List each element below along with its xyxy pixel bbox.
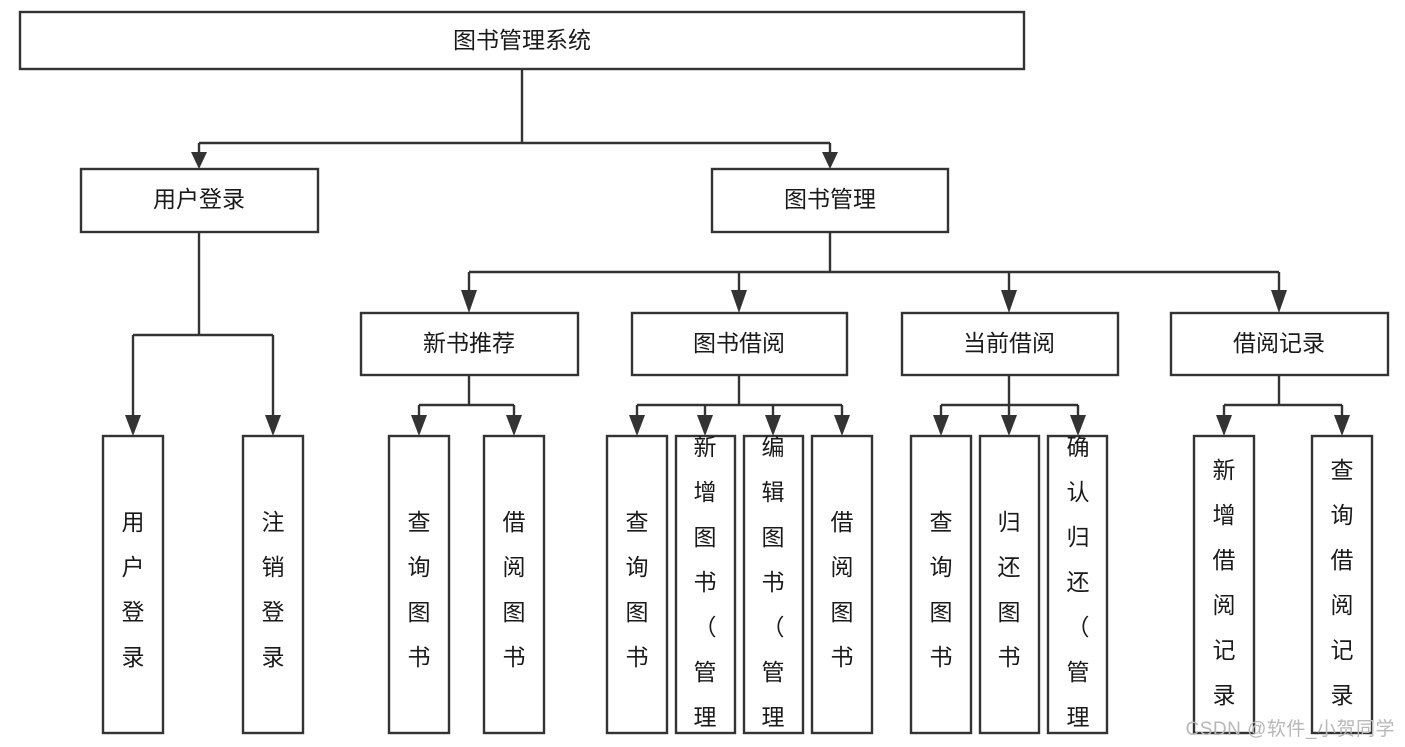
node-book-borrow-label: 图书借阅 (693, 330, 785, 356)
new-book-rec-leaf-label: 借阅图书 (503, 509, 526, 670)
leaf-add-record[interactable] (1192, 434, 1256, 735)
leaf-user-logout-box[interactable] (241, 434, 305, 735)
borrow-record-leaf-label: 新增借阅记录 (1213, 457, 1236, 708)
leaf-borrow-book-2[interactable] (810, 434, 874, 735)
new-book-rec-leaf-label: 查询图书 (408, 509, 431, 670)
node-root-label: 图书管理系统 (453, 27, 591, 53)
arrow-head-book-borrow (731, 290, 747, 313)
leaf-label-layer: 用户登录 注销登录 查询图书 借阅图书 查询图书 新增图书（管理员） 编辑图书（管理员） 借阅… (122, 434, 1354, 747)
node-new-book-rec-label: 新书推荐 (423, 330, 515, 356)
current-borrow-leaf-label: 确认归还（管理员） (1067, 434, 1090, 747)
node-borrow-record-box[interactable] (1169, 311, 1390, 377)
leaf-borrow-book-1[interactable] (482, 434, 546, 735)
node-user-login-box[interactable] (79, 167, 320, 234)
node-user-login[interactable]: 用户登录 (79, 167, 320, 234)
arrow-head-leaf-query-record (1334, 415, 1350, 436)
current-borrow-leaf-label: 查询图书 (930, 509, 953, 670)
current-borrow-leaf-label: 归还图书 (998, 509, 1021, 670)
leaf-query-book-2-box[interactable] (605, 434, 669, 735)
arrow-head-new-book-rec (461, 290, 477, 313)
node-root-box[interactable] (18, 10, 1026, 71)
leaf-query-record[interactable] (1310, 434, 1374, 735)
arrow-head-leaf-user-login (125, 415, 141, 436)
arrow-head-leaf-borrow-book-2 (834, 415, 850, 436)
book-borrow-leaf-label: 查询图书 (626, 509, 649, 670)
leaf-confirm-return-box[interactable] (1046, 434, 1109, 735)
node-book-manage-box[interactable] (710, 167, 950, 234)
arrow-head-leaf-add-book (697, 415, 713, 436)
arrow-head-leaf-confirm-return (1070, 415, 1086, 436)
leaf-user-login[interactable] (101, 434, 165, 735)
leaf-query-book-3[interactable] (909, 434, 973, 735)
book-borrow-leaf-label: 编辑图书（管理员） (762, 434, 785, 747)
arrow-head-leaf-add-record (1216, 415, 1232, 436)
arrow-head-current-borrow (1001, 290, 1017, 313)
leaf-query-book-1-box[interactable] (387, 434, 451, 735)
node-current-borrow-box[interactable] (900, 311, 1120, 377)
arrow-head-leaf-return-book (1001, 415, 1017, 436)
node-borrow-record-label: 借阅记录 (1233, 330, 1325, 356)
leaf-add-record-box[interactable] (1192, 434, 1256, 735)
arrow-head-leaf-query-book-1 (411, 415, 427, 436)
node-current-borrow-label: 当前借阅 (963, 330, 1055, 356)
arrow-head-leaf-edit-book (765, 415, 781, 436)
leaf-borrow-book-1-box[interactable] (482, 434, 546, 735)
leaf-query-book-2[interactable] (605, 434, 669, 735)
arrow-head-leaf-query-book-2 (629, 415, 645, 436)
node-new-book-rec-box[interactable] (359, 311, 580, 377)
leaf-add-book-box[interactable] (674, 434, 737, 735)
node-borrow-record[interactable]: 借阅记录 (1169, 311, 1390, 377)
watermark-text: CSDN @软件_小贺同学 (1185, 719, 1395, 740)
leaf-confirm-return[interactable] (1046, 434, 1109, 735)
leaf-add-book[interactable] (674, 434, 737, 735)
leaf-query-book-1[interactable] (387, 434, 451, 735)
leaf-borrow-book-2-box[interactable] (810, 434, 874, 735)
node-book-borrow[interactable]: 图书借阅 (630, 311, 849, 377)
node-book-borrow-box[interactable] (630, 311, 849, 377)
leaf-edit-book[interactable] (742, 434, 805, 735)
leaf-return-book-box[interactable] (978, 434, 1041, 735)
node-new-book-rec[interactable]: 新书推荐 (359, 311, 580, 377)
node-book-manage[interactable]: 图书管理 (710, 167, 950, 234)
book-borrow-leaf-label: 新增图书（管理员） (694, 434, 717, 747)
book-borrow-leaf-label: 借阅图书 (831, 509, 854, 670)
arrow-head-borrow-record (1271, 290, 1287, 313)
arrow-head-leaf-query-book-3 (933, 415, 949, 436)
user-login-leaf-label: 用户登录 (122, 509, 145, 670)
leaf-edit-book-box[interactable] (742, 434, 805, 735)
user-login-leaf-label: 注销登录 (262, 509, 285, 670)
node-book-manage-label: 图书管理 (784, 186, 876, 212)
leaf-user-logout[interactable] (241, 434, 305, 735)
node-root[interactable]: 图书管理系统 (18, 10, 1026, 71)
leaf-query-record-box[interactable] (1310, 434, 1374, 735)
arrow-head-book-manage (822, 152, 838, 169)
leaf-user-login-box[interactable] (101, 434, 165, 735)
node-current-borrow[interactable]: 当前借阅 (900, 311, 1120, 377)
arrow-head-leaf-borrow-book-1 (506, 415, 522, 436)
arrow-head-user-login (191, 152, 207, 169)
leaf-return-book[interactable] (978, 434, 1041, 735)
arrow-head-leaf-user-logout (265, 415, 281, 436)
leaf-query-book-3-box[interactable] (909, 434, 973, 735)
connector-layer (125, 70, 1350, 436)
borrow-record-leaf-label: 查询借阅记录 (1331, 457, 1354, 708)
node-user-login-label: 用户登录 (153, 186, 245, 212)
